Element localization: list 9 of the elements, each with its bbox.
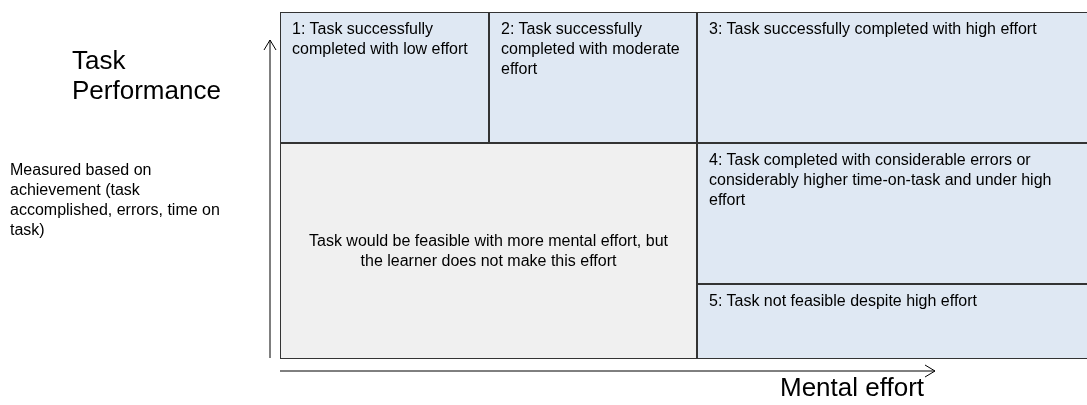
axis-description: Measured based on achievement (task accomplished, errors, time on task) [10, 160, 221, 240]
matrix-cell: Task would be feasible with more mental effort, but the learner does not make this effort [280, 143, 697, 359]
matrix-cell: 3: Task successfully completed with high effort [697, 12, 1087, 143]
axis-label: Task Performance [72, 45, 222, 105]
matrix-cell: 1: Task successfully completed with low effort [280, 12, 489, 143]
matrix-cell: 2: Task successfully completed with moderate effort [489, 12, 697, 143]
matrix-cell: 5: Task not feasible despite high effort [697, 284, 1087, 359]
axis-label: Mental effort [780, 372, 926, 402]
matrix-cell: 4: Task completed with considerable errors or considerably higher time-on-task and under high effort [697, 143, 1087, 284]
